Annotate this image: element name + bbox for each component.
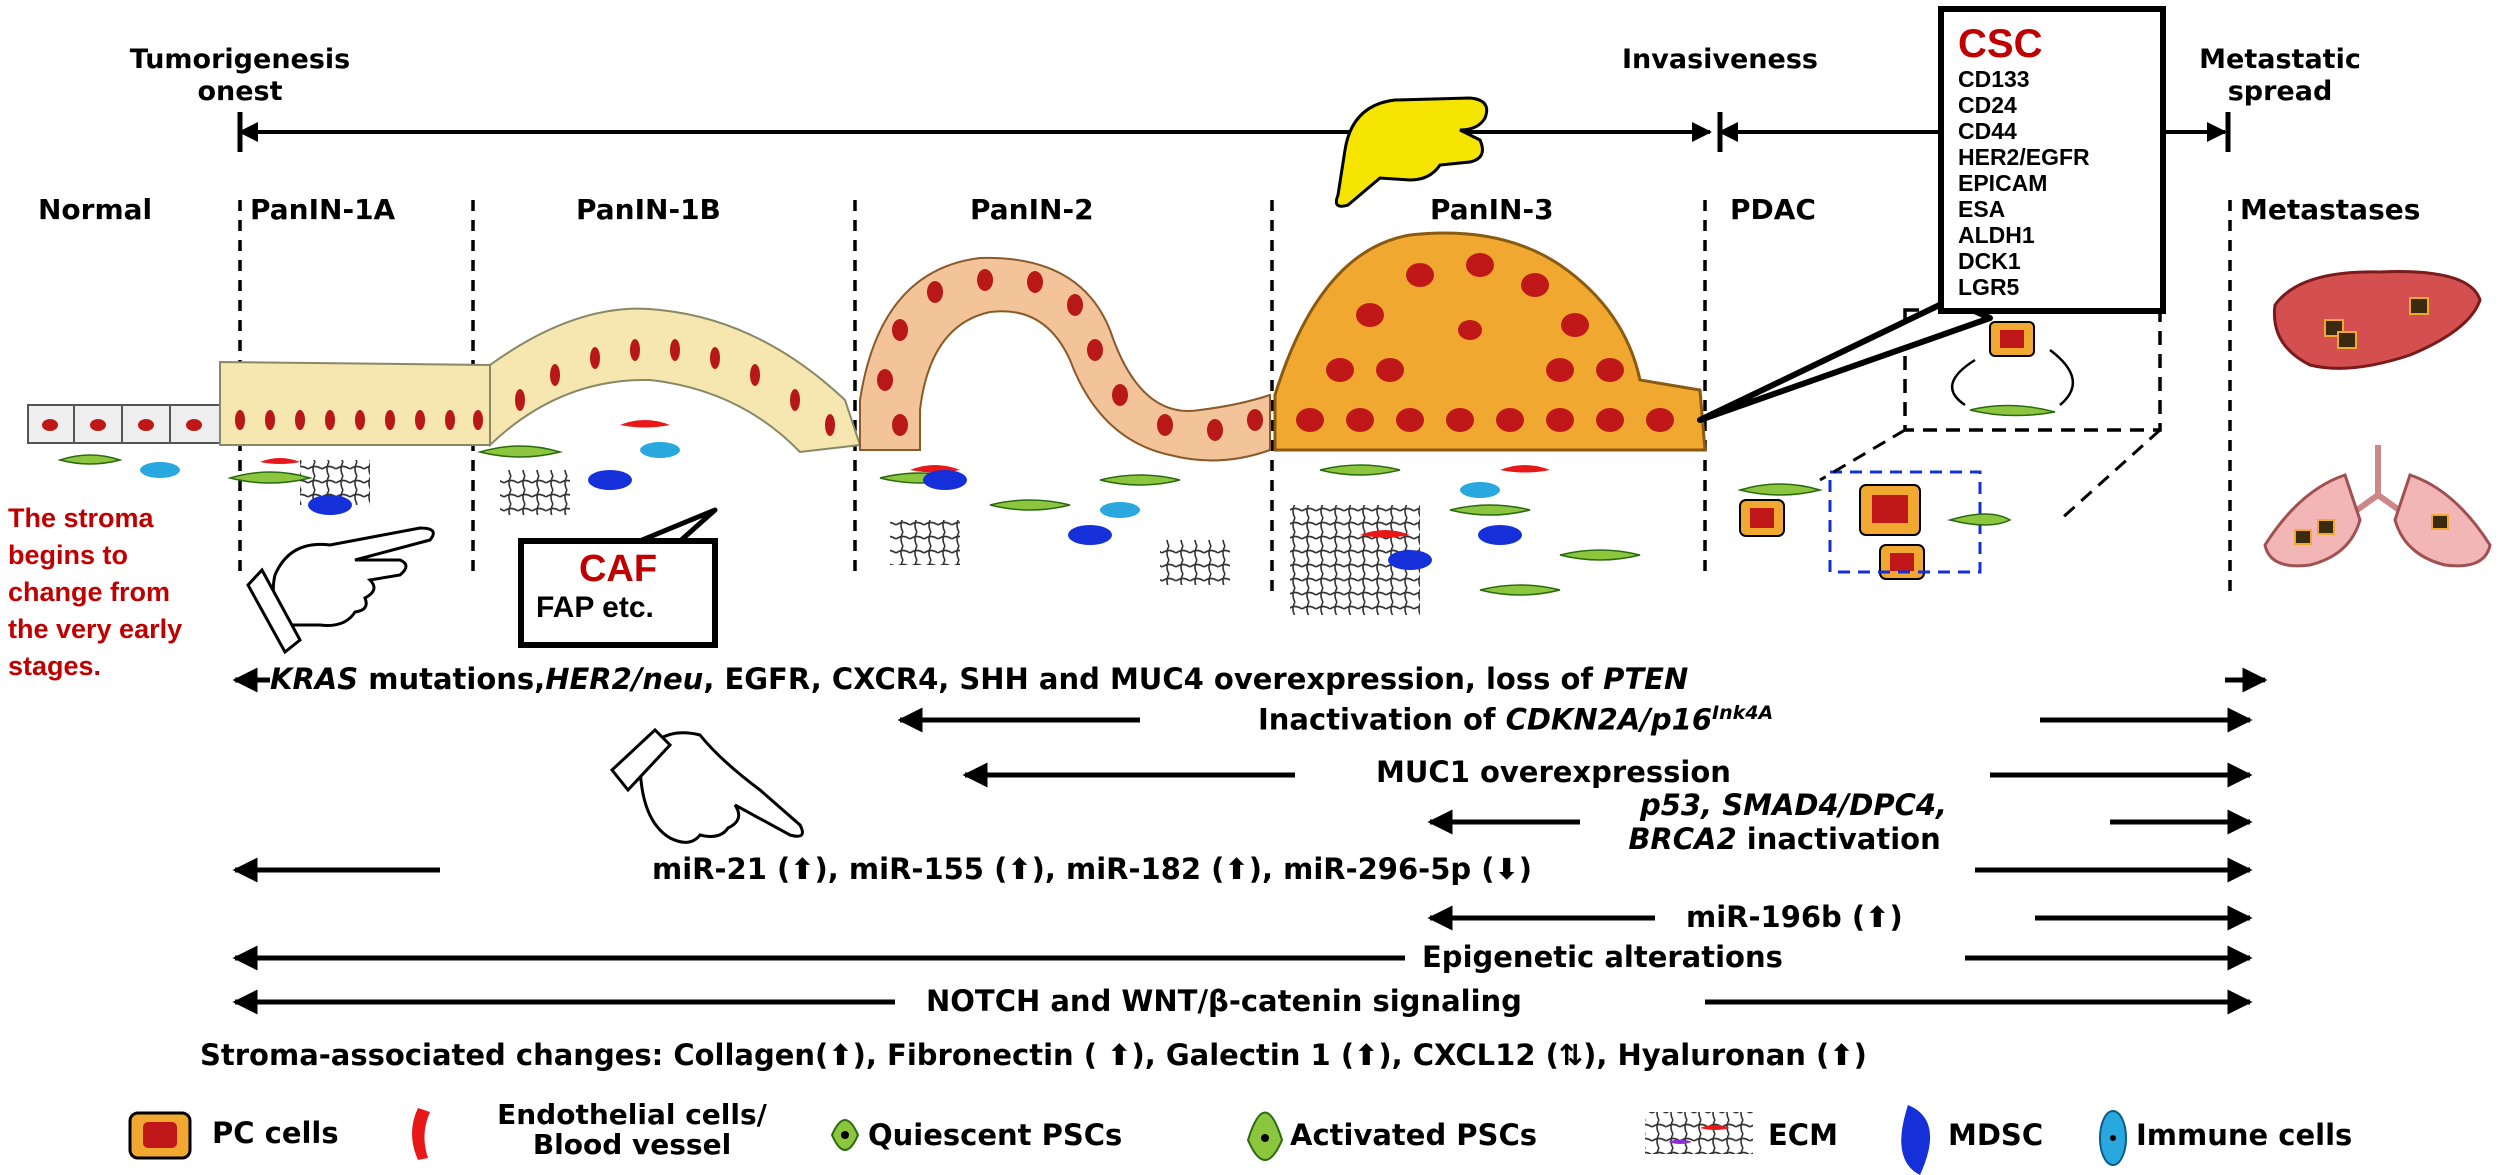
mir196-text: ) — [1889, 900, 1902, 934]
mir196-text: miR-196b ( — [1686, 900, 1865, 934]
legend-quiescent-pscs: Quiescent PSCs — [868, 1118, 1122, 1152]
gene-cdkn2a-sup: Ink4A — [1712, 702, 1773, 724]
row-cdkn2a-pre: Inactivation of — [1258, 703, 1506, 737]
up-arrow-icon: ⬆ — [1107, 1038, 1131, 1072]
legend-immune-cells: Immune cells — [2136, 1118, 2352, 1152]
csc-marker: LGR5 — [1958, 274, 2146, 300]
row-epigenetic: Epigenetic alterations — [1422, 940, 1783, 974]
row-mirna: miR-21 (⬆), miR-155 (⬆), miR-182 (⬆), mi… — [652, 852, 1532, 886]
header-tumorigenesis-label: Tumorigenesis onest — [115, 44, 365, 108]
csc-callout: CSC CD133 CD24 CD44 HER2/EGFR EPICAM ESA… — [1938, 6, 2166, 314]
liver-metastasis-icon — [2274, 272, 2480, 369]
csc-marker: DCK1 — [1958, 248, 2146, 274]
row-kras: KRAS mutations,HER2/neu, EGFR, CXCR4, SH… — [270, 662, 1688, 696]
caf-callout: CAF FAP etc. — [518, 538, 718, 648]
stage-panin-1b: PanIN-1B — [576, 193, 721, 226]
csc-marker: EPICAM — [1958, 170, 2146, 196]
mechanism-arrows — [235, 680, 2265, 1002]
mir-text: ) — [1519, 852, 1532, 886]
legend-endothelial-line2: Blood vessel — [452, 1130, 812, 1160]
panin-3-epithelium — [1275, 233, 1705, 450]
stroma-text: Stroma-associated changes: Collagen( — [200, 1038, 828, 1072]
csc-callout-pointer — [1700, 300, 1990, 420]
csc-title: CSC — [1958, 22, 2146, 66]
row-kras-text: mutations, — [358, 662, 545, 696]
csc-marker-list: CD133 CD24 CD44 HER2/EGFR EPICAM ESA ALD… — [1958, 66, 2146, 300]
gene-her2: HER2/neu — [545, 662, 703, 696]
csc-marker: ALDH1 — [1958, 222, 2146, 248]
row-mir196b: miR-196b (⬆) — [1686, 900, 1903, 934]
stage-panin-1a: PanIN-1A — [250, 193, 395, 226]
caf-title: CAF — [536, 548, 700, 591]
row-kras-rest: , EGFR, CXCR4, SHH and MUC4 overexpressi… — [703, 662, 1603, 696]
mir-text: ), miR-155 ( — [815, 852, 1008, 886]
header-tumorigenesis: Tumorigenesis onest — [60, 44, 420, 108]
gene-pten: PTEN — [1603, 662, 1688, 696]
caf-subtitle: FAP etc. — [536, 591, 700, 625]
stage-pdac: PDAC — [1730, 193, 1816, 226]
csc-marker: ESA — [1958, 196, 2146, 222]
ecm-icon — [1645, 1112, 1753, 1154]
stage-panin-2: PanIN-2 — [970, 193, 1094, 226]
row-cdkn2a: Inactivation of CDKN2A/p16Ink4A — [1258, 702, 1773, 737]
pointing-hand-icon — [612, 730, 802, 842]
legend-activated-pscs: Activated PSCs — [1290, 1118, 1537, 1152]
down-arrow-icon: ⬇ — [1494, 852, 1518, 886]
mir-text: ), miR-296-5p ( — [1249, 852, 1495, 886]
row-p53-inact: inactivation — [1737, 822, 1941, 856]
up-arrow-icon: ⬆ — [1829, 1038, 1853, 1072]
row-p53-line2: BRCA2 inactivation — [1622, 822, 1947, 856]
legend-pc-cells: PC cells — [212, 1116, 339, 1150]
stroma-text: ), Hyaluronan ( — [1583, 1038, 1829, 1072]
up-arrow-icon: ⬆ — [1224, 852, 1248, 886]
row-muc1: MUC1 overexpression — [1376, 755, 1731, 789]
pc-cell-icon — [130, 1113, 190, 1158]
csc-marker: CD44 — [1958, 118, 2146, 144]
stage-normal: Normal — [38, 193, 152, 226]
legend-ecm: ECM — [1768, 1118, 1838, 1152]
header-metastatic-label: Metastatic spread — [2170, 44, 2390, 108]
gene-kras: KRAS — [270, 662, 358, 696]
mdsc-icon — [1901, 1105, 1930, 1175]
gene-brca2: BRCA2 — [1628, 822, 1736, 856]
legend-endothelial: Endothelial cells/ Blood vessel — [452, 1100, 812, 1160]
stage-metastases: Metastases — [2240, 193, 2420, 226]
panin-1b-epithelium — [490, 309, 860, 452]
stroma-text: ), Galectin 1 ( — [1131, 1038, 1354, 1072]
stroma-note: The stroma begins to change from the ver… — [8, 500, 208, 685]
up-arrow-icon: ⬆ — [828, 1038, 852, 1072]
row-notch-wnt: NOTCH and WNT/β-catenin signaling — [926, 984, 1522, 1018]
yellow-pointing-hand-icon — [1336, 98, 1486, 206]
up-arrow-icon: ⬆ — [1007, 852, 1031, 886]
csc-marker: CD133 — [1958, 66, 2146, 92]
stroma-text: ), CXCL12 ( — [1378, 1038, 1558, 1072]
pointing-hand-icon — [248, 528, 433, 652]
up-arrow-icon: ⬆ — [1865, 900, 1889, 934]
csc-marker: HER2/EGFR — [1958, 144, 2146, 170]
header-metastatic: Metastatic spread — [2150, 44, 2410, 108]
up-arrow-icon: ⬆ — [790, 852, 814, 886]
header-invasiveness: Invasiveness — [1560, 44, 1880, 76]
row-p53-line1: p53, SMAD4/DPC4, — [1640, 788, 1947, 822]
timeline-arrow — [240, 112, 2228, 152]
stroma-text: ), Fibronectin ( — [853, 1038, 1108, 1072]
panin-2-epithelium — [860, 258, 1270, 461]
up-down-arrow-icon: ⇅ — [1559, 1038, 1583, 1072]
legend-endothelial-line1: Endothelial cells/ — [452, 1100, 812, 1130]
legend-mdsc: MDSC — [1948, 1118, 2043, 1152]
stage-panin-3: PanIN-3 — [1430, 193, 1554, 226]
endothelial-cell-icon — [412, 1108, 430, 1160]
up-arrow-icon: ⬆ — [1354, 1038, 1378, 1072]
row-stroma-changes: Stroma-associated changes: Collagen(⬆), … — [200, 1038, 1867, 1072]
normal-epithelium — [28, 405, 220, 443]
mir-text: miR-21 ( — [652, 852, 790, 886]
csc-marker: CD24 — [1958, 92, 2146, 118]
row-p53: p53, SMAD4/DPC4, BRCA2 inactivation — [1640, 788, 1947, 856]
panin-1a-epithelium — [220, 362, 490, 445]
gene-cdkn2a: CDKN2A/p16 — [1506, 703, 1712, 737]
lung-metastasis-icon — [2265, 445, 2490, 566]
stroma-text: ) — [1854, 1038, 1867, 1072]
mir-text: ), miR-182 ( — [1032, 852, 1225, 886]
